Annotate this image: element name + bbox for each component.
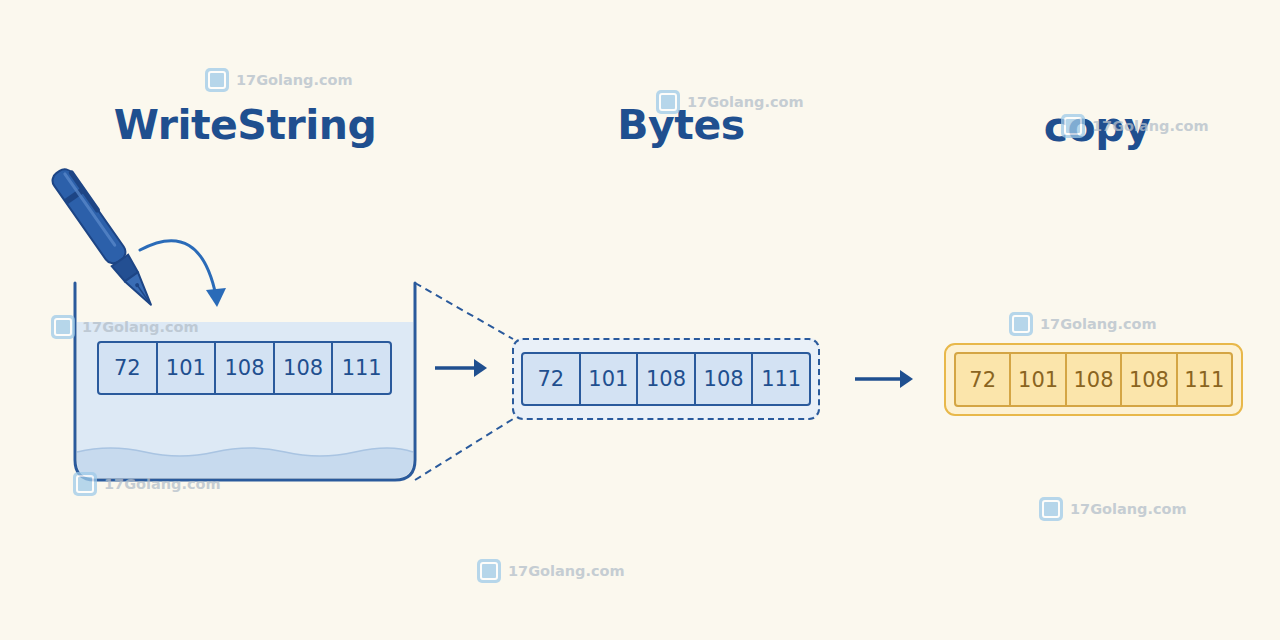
watermark-icon xyxy=(1038,496,1064,522)
watermark-icon xyxy=(1060,113,1086,139)
watermark-icon xyxy=(72,471,98,497)
byte-cell: 108 xyxy=(636,354,694,404)
arrow-shaft xyxy=(855,377,905,381)
watermark-text: 17Golang.com xyxy=(236,72,353,88)
pen xyxy=(49,165,162,311)
cell-row: 72101108108111 xyxy=(954,352,1233,407)
byte-cell: 72 xyxy=(99,343,156,393)
watermark: 17Golang.com xyxy=(1008,311,1157,337)
arrow-head xyxy=(900,370,913,388)
flow-arrow xyxy=(435,359,487,377)
byte-cell: 111 xyxy=(751,354,809,404)
watermark-text: 17Golang.com xyxy=(1092,118,1209,134)
watermark-text: 17Golang.com xyxy=(687,94,804,110)
bytes-view-box: 72101108108111 xyxy=(512,338,820,420)
watermark: 17Golang.com xyxy=(655,89,804,115)
watermark-icon xyxy=(50,314,76,340)
byte-cell: 101 xyxy=(579,354,637,404)
byte-cell: 111 xyxy=(1176,354,1231,405)
tank-wave xyxy=(77,448,413,478)
watermark-icon xyxy=(1008,311,1034,337)
byte-cell: 108 xyxy=(273,343,332,393)
watermark: 17Golang.com xyxy=(1038,496,1187,522)
watermark-text: 17Golang.com xyxy=(1070,501,1187,517)
tank-water xyxy=(77,322,413,478)
byte-cell: 108 xyxy=(1065,354,1120,405)
watermark-text: 17Golang.com xyxy=(508,563,625,579)
byte-cell: 108 xyxy=(214,343,273,393)
stage-title: WriteString xyxy=(114,101,377,149)
cell-row: 72101108108111 xyxy=(521,352,811,406)
copy-box: 72101108108111 xyxy=(944,343,1243,416)
watermark-icon xyxy=(655,89,681,115)
write-arrow xyxy=(140,241,216,296)
byte-cell: 108 xyxy=(1120,354,1175,405)
watermark: 17Golang.com xyxy=(72,471,221,497)
flow-arrow xyxy=(855,370,913,388)
arrow-head xyxy=(474,359,487,377)
watermark: 17Golang.com xyxy=(1060,113,1209,139)
byte-cell: 72 xyxy=(523,354,579,404)
watermark: 17Golang.com xyxy=(50,314,199,340)
tank-outline xyxy=(75,283,415,480)
watermark: 17Golang.com xyxy=(476,558,625,584)
byte-cell: 108 xyxy=(694,354,752,404)
byte-cell: 72 xyxy=(956,354,1009,405)
watermark-icon xyxy=(476,558,502,584)
watermark-text: 17Golang.com xyxy=(82,319,199,335)
watermark: 17Golang.com xyxy=(204,67,353,93)
write-arrow-head xyxy=(206,288,226,307)
byte-cell: 111 xyxy=(331,343,390,393)
wave-line xyxy=(77,448,413,456)
zoom-line xyxy=(415,419,513,480)
watermark-icon xyxy=(204,67,230,93)
byte-cell: 101 xyxy=(156,343,215,393)
watermark-text: 17Golang.com xyxy=(104,476,221,492)
byte-cell: 101 xyxy=(1009,354,1064,405)
arrow-shaft xyxy=(435,366,479,370)
watermark-text: 17Golang.com xyxy=(1040,316,1157,332)
byte-row: 72101108108111 xyxy=(97,341,392,395)
zoom-line xyxy=(415,283,513,339)
